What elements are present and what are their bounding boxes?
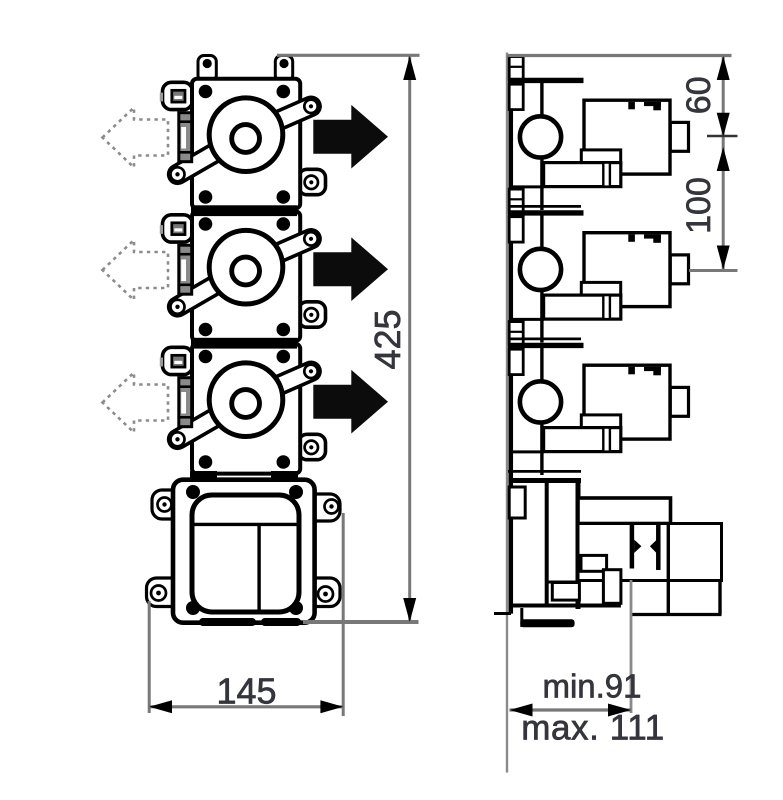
svg-text:145: 145 xyxy=(216,671,276,712)
svg-text:max. 111: max. 111 xyxy=(521,709,665,748)
svg-text:60: 60 xyxy=(680,76,718,114)
svg-text:min.91: min.91 xyxy=(542,667,641,704)
svg-text:425: 425 xyxy=(367,309,408,369)
svg-text:100: 100 xyxy=(680,177,718,234)
